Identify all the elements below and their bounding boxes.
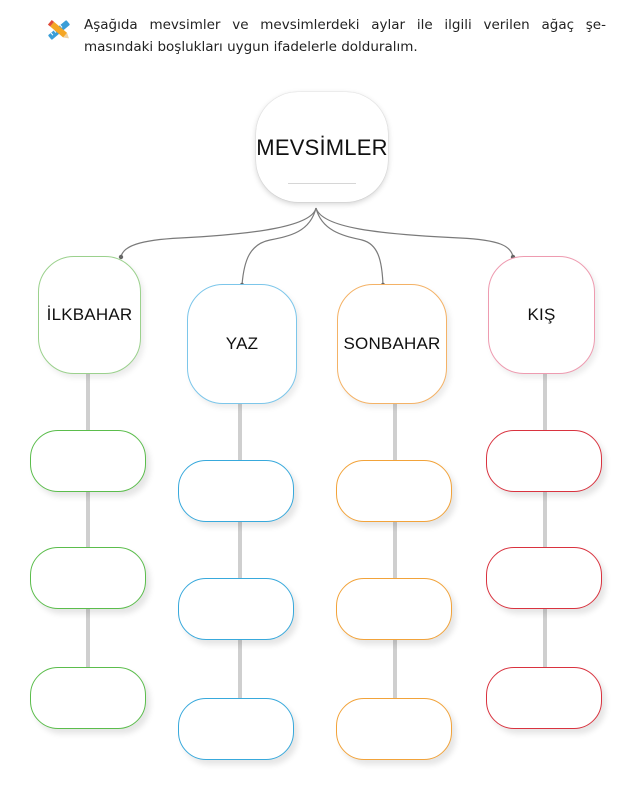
connector-dot: [118, 254, 124, 260]
answer-blank-ilkbahar-1[interactable]: [30, 430, 146, 492]
connector-sonbahar: [315, 207, 384, 286]
stem-ilkbahar: [86, 372, 90, 672]
instruction-text: Aşağıda mevsimler ve mevsimlerdeki aylar…: [84, 17, 606, 55]
instruction: Aşağıda mevsimler ve mevsimlerdeki aylar…: [46, 14, 606, 58]
answer-blank-yaz-1[interactable]: [178, 460, 294, 522]
connector-kis: [315, 207, 514, 258]
answer-blank-yaz-2[interactable]: [178, 578, 294, 640]
root-underline: [288, 182, 356, 184]
answer-blank-kis-3[interactable]: [486, 667, 602, 729]
answer-blank-yaz-3[interactable]: [178, 698, 294, 760]
pencil-ruler-icon: [47, 19, 70, 40]
season-label: YAZ: [225, 334, 259, 353]
stem-sonbahar: [393, 402, 397, 702]
answer-blank-sonbahar-3[interactable]: [336, 698, 452, 760]
season-label: İLKBAHAR: [46, 305, 133, 324]
connector-yaz: [241, 207, 317, 286]
connector-ilkbahar: [120, 207, 317, 258]
season-node-ilkbahar: İLKBAHAR: [38, 256, 141, 374]
answer-blank-ilkbahar-3[interactable]: [30, 667, 146, 729]
stem-yaz: [238, 402, 242, 702]
season-label: KIŞ: [527, 305, 556, 324]
season-node-sonbahar: SONBAHAR: [337, 284, 447, 404]
root-node: MEVSİMLER: [256, 92, 388, 202]
season-label: SONBAHAR: [343, 334, 441, 353]
season-node-kis: KIŞ: [488, 256, 595, 374]
answer-blank-sonbahar-2[interactable]: [336, 578, 452, 640]
answer-blank-ilkbahar-2[interactable]: [30, 547, 146, 609]
answer-blank-kis-1[interactable]: [486, 430, 602, 492]
season-node-yaz: YAZ: [187, 284, 297, 404]
stem-kis: [543, 372, 547, 672]
root-label: MEVSİMLER: [256, 134, 388, 160]
answer-blank-sonbahar-1[interactable]: [336, 460, 452, 522]
answer-blank-kis-2[interactable]: [486, 547, 602, 609]
